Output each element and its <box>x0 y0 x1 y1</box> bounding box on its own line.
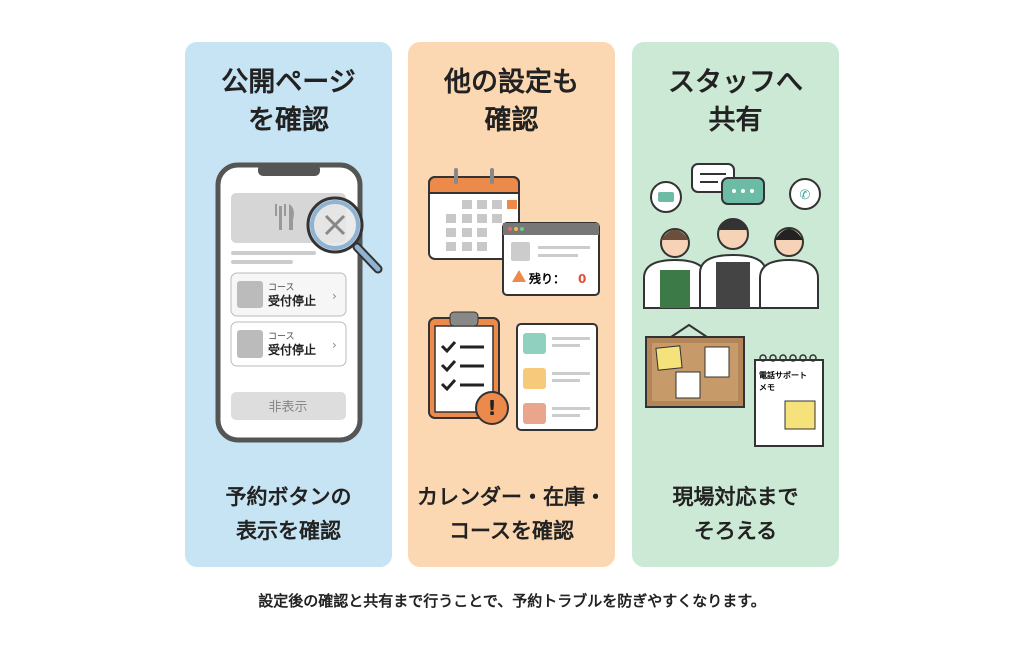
title-line: 確認 <box>484 105 539 136</box>
title-line: 共有 <box>708 105 763 136</box>
footer-line: コースを確認 <box>449 519 574 543</box>
chat-bubble-icon <box>650 181 682 213</box>
phone-illustration: コース 受付停止 › コース 受付停止 › 非表示 <box>215 162 383 443</box>
panel-public-page: 公開ページ を確認 コース 受付停止 › コース 受付停止 › 非表示 <box>185 42 392 567</box>
caption: 設定後の確認と共有まで行うことで、予約トラブルを防ぎやすくなります。 <box>258 592 766 610</box>
panel-footer: カレンダー・在庫・ コースを確認 <box>408 480 615 548</box>
phone-notch <box>258 164 320 176</box>
course-item: コース 受付停止 › <box>230 272 347 317</box>
warning-icon <box>512 270 526 282</box>
magnifier-icon <box>306 196 383 274</box>
hidden-button: 非表示 <box>231 392 346 420</box>
panel-title: 他の設定も 確認 <box>408 64 615 140</box>
title-line: 他の設定も <box>444 67 579 98</box>
panel-footer: 予約ボタンの 表示を確認 <box>185 480 392 548</box>
panel-other-settings: 他の設定も 確認 残り： 0 <box>408 42 615 567</box>
course-category: コース <box>268 283 295 293</box>
svg-text:!: ! <box>487 396 496 420</box>
footer-line: 現場対応まで <box>672 485 799 509</box>
footer-line: 表示を確認 <box>236 519 341 543</box>
chat-dots-icon <box>721 177 765 205</box>
staff-illustration: ✆ 電話サポート メモ <box>643 163 824 447</box>
chevron-right-icon: › <box>332 338 337 352</box>
stock-value: 0 <box>578 272 586 286</box>
course-list-icon <box>516 323 598 431</box>
bulletin-board-icon <box>645 323 745 408</box>
panel-title: 公開ページ を確認 <box>185 64 392 140</box>
stock-window: 残り： 0 <box>502 222 600 296</box>
course-status: 受付停止 <box>268 342 316 357</box>
title-line: スタッフへ <box>668 67 803 98</box>
staff-man-center <box>699 218 767 309</box>
memo-text: メモ <box>759 383 775 392</box>
course-status: 受付停止 <box>268 293 316 308</box>
footer-line: 予約ボタンの <box>225 485 352 509</box>
stock-label: 残り： <box>529 271 565 286</box>
panel-title: スタッフへ 共有 <box>632 64 839 140</box>
svg-text:✆: ✆ <box>800 188 811 203</box>
title-line: 公開ページ <box>221 67 356 98</box>
course-item: コース 受付停止 › <box>230 321 347 367</box>
settings-illustration: 残り： 0 ! <box>428 168 600 431</box>
staff-woman-left <box>643 228 707 309</box>
panel-staff-share: スタッフへ 共有 ✆ 電話サポート メモ 現場対応まで そろえる <box>632 42 839 567</box>
calendar-icon <box>428 168 520 260</box>
phone-call-icon: ✆ <box>789 178 821 210</box>
title-line: を確認 <box>248 105 329 136</box>
panel-footer: 現場対応まで そろえる <box>632 480 839 548</box>
checklist-icon: ! <box>428 311 509 425</box>
memo-pad-icon: 電話サポート メモ <box>754 354 824 447</box>
staff-woman-right <box>759 227 819 309</box>
course-category: コース <box>268 332 295 342</box>
footer-line: そろえる <box>693 519 778 543</box>
chevron-right-icon: › <box>332 289 337 303</box>
footer-line: カレンダー・在庫・ <box>417 485 606 509</box>
alert-icon <box>475 391 509 425</box>
hidden-button-label: 非表示 <box>268 400 307 415</box>
memo-text: 電話サポート <box>759 370 807 380</box>
cutlery-icon <box>275 204 294 230</box>
